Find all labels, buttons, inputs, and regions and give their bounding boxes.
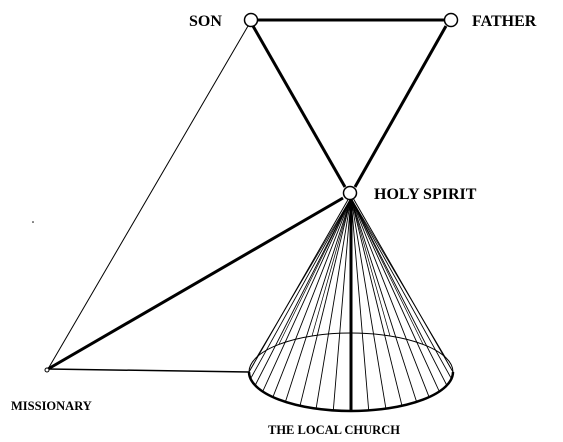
cone-ray bbox=[350, 197, 418, 403]
cone-ray-back bbox=[350, 197, 424, 345]
father-node bbox=[443, 12, 459, 28]
cone-ray-back bbox=[278, 197, 352, 345]
cone-ray bbox=[350, 197, 440, 392]
stray-dot bbox=[32, 221, 34, 223]
cone-ray bbox=[284, 197, 352, 403]
edge-son-holy-spirit bbox=[251, 25, 347, 188]
cone-ray-back bbox=[311, 197, 352, 337]
cone-ray bbox=[350, 197, 387, 409]
cone-edge-left bbox=[248, 197, 350, 373]
edge-son-missionary bbox=[47, 25, 249, 370]
cone-ray bbox=[299, 197, 352, 406]
son-node bbox=[243, 12, 259, 28]
cone-ray bbox=[350, 197, 370, 411]
cone-ray bbox=[350, 197, 452, 380]
cone-ray bbox=[350, 197, 403, 406]
cone-ray bbox=[254, 197, 352, 386]
cone-ray-back bbox=[350, 197, 391, 337]
cone-ray bbox=[272, 197, 352, 398]
cone-ray bbox=[250, 197, 352, 380]
cone-ray bbox=[262, 197, 352, 392]
church-cone bbox=[247, 197, 455, 413]
cone-ray bbox=[350, 197, 430, 398]
father-label: FATHER bbox=[472, 13, 537, 30]
holy-spirit-label: HOLY SPIRIT bbox=[374, 186, 477, 203]
cone-ray bbox=[350, 197, 448, 386]
edge-missionary-church bbox=[47, 368, 250, 373]
cone-edge-right bbox=[352, 197, 454, 373]
son-label: SON bbox=[189, 13, 222, 30]
cone-ray bbox=[315, 197, 352, 409]
edge-holy-spirit-missionary bbox=[47, 196, 344, 371]
holy-spirit-node bbox=[342, 185, 358, 201]
missionary-node bbox=[44, 367, 50, 373]
cone-ray bbox=[332, 197, 352, 411]
edge-father-holy-spirit bbox=[353, 25, 448, 188]
local-church-label: THE LOCAL CHURCH bbox=[268, 423, 400, 437]
missionary-label: MISSIONARY bbox=[11, 399, 92, 413]
